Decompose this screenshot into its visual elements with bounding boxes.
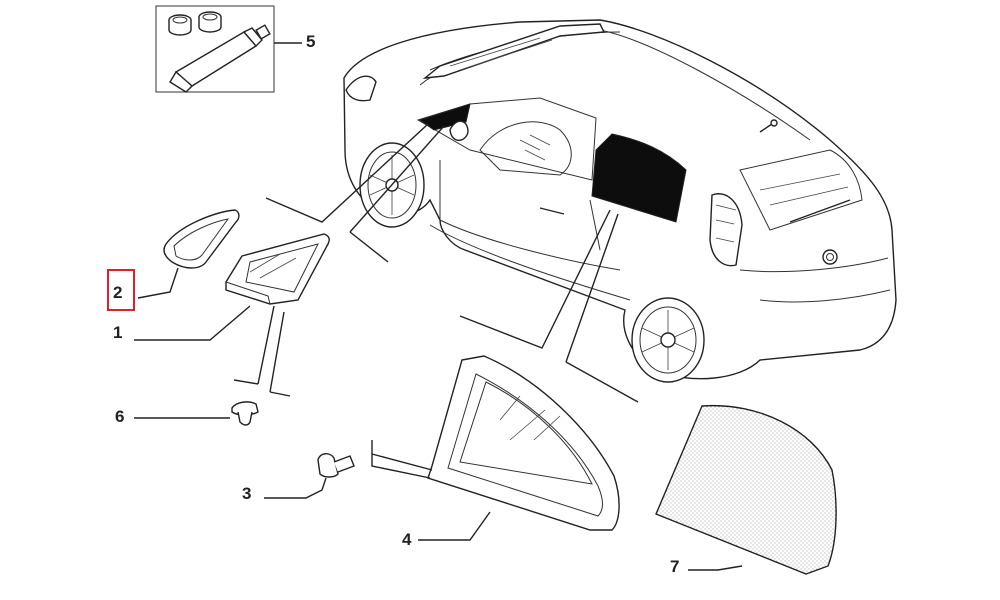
reference-lines-front [265,123,445,263]
leader-line-4 [418,511,491,541]
leader-line-7 [688,565,743,571]
leader-line-3 [264,477,327,499]
adhesive-kit-group [155,5,302,93]
callout-3: 3 [242,484,252,503]
kit-frame [155,5,275,93]
adhesive-tube-icon [169,24,271,93]
rear-wheel [631,297,705,383]
part-4-quarter-window [371,355,620,541]
callout-6: 6 [115,407,125,426]
part-7-window-film [655,404,837,575]
part-1-triangle-glass [134,233,330,397]
callout-2: 2 [113,283,123,302]
car-illustration [343,19,897,383]
part-6-clip [134,401,259,426]
part-2-trim-cover [137,209,240,299]
callout-1: 1 [113,323,123,342]
callout-4: 4 [402,530,412,549]
callout-7: 7 [670,557,680,576]
reference-lines-rear [459,209,639,403]
activator-jar-icon [198,11,222,33]
primer-jar-icon [168,14,192,36]
leader-line-2 [137,267,179,299]
part-3-stud [264,453,355,499]
leader-line-1 [134,305,251,341]
highlight-box-part-2 [107,269,135,311]
callout-5: 5 [306,32,316,51]
